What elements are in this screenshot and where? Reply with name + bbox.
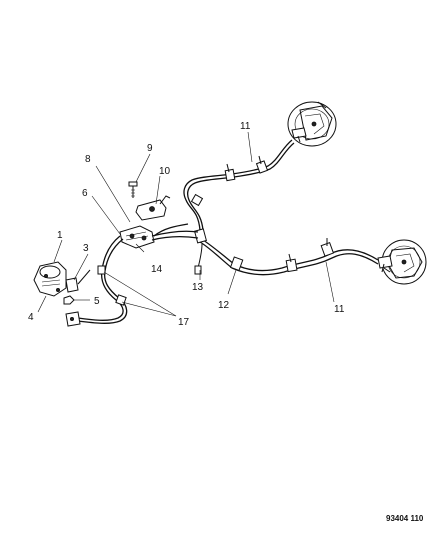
callout-17: 17 (178, 317, 190, 328)
callout-6: 6 (82, 188, 88, 199)
callout-14: 14 (151, 264, 163, 275)
callout-4: 4 (28, 312, 34, 323)
leader-lines (37, 131, 335, 317)
harness-lower (199, 237, 379, 276)
harness-upper (183, 139, 295, 231)
brake-backing-plate-upper (287, 101, 337, 147)
drawing-number: 93404 110 (386, 514, 424, 523)
harness-clips-upper (190, 155, 269, 207)
harness-clips-lower (193, 228, 335, 273)
callout-9: 9 (147, 143, 153, 154)
nut-5 (63, 295, 75, 305)
callout-1: 1 (57, 230, 63, 241)
callout-3: 3 (83, 243, 89, 254)
abs-modulator (33, 261, 67, 297)
harness-clips-left (97, 265, 127, 306)
brake-backing-plate-lower (381, 239, 427, 285)
mounting-bracket (135, 195, 171, 221)
callout-11-right: 11 (334, 304, 345, 315)
callout-12: 12 (218, 300, 230, 311)
callout-5: 5 (94, 296, 100, 307)
callout-8: 8 (85, 154, 91, 165)
harness-branch-13 (194, 243, 203, 275)
connector-3 (65, 269, 91, 293)
callouts: 1 3 4 5 6 8 9 10 11 11 12 13 14 17 (28, 121, 345, 328)
connector-4 (65, 311, 81, 327)
callout-10: 10 (159, 166, 171, 177)
callout-11-top: 11 (240, 121, 251, 132)
callout-13: 13 (192, 282, 204, 293)
wheel-speed-sensor-upper (291, 127, 307, 143)
bolt (128, 181, 138, 198)
junction-block (119, 223, 199, 249)
wheel-speed-sensor-lower (377, 255, 393, 273)
